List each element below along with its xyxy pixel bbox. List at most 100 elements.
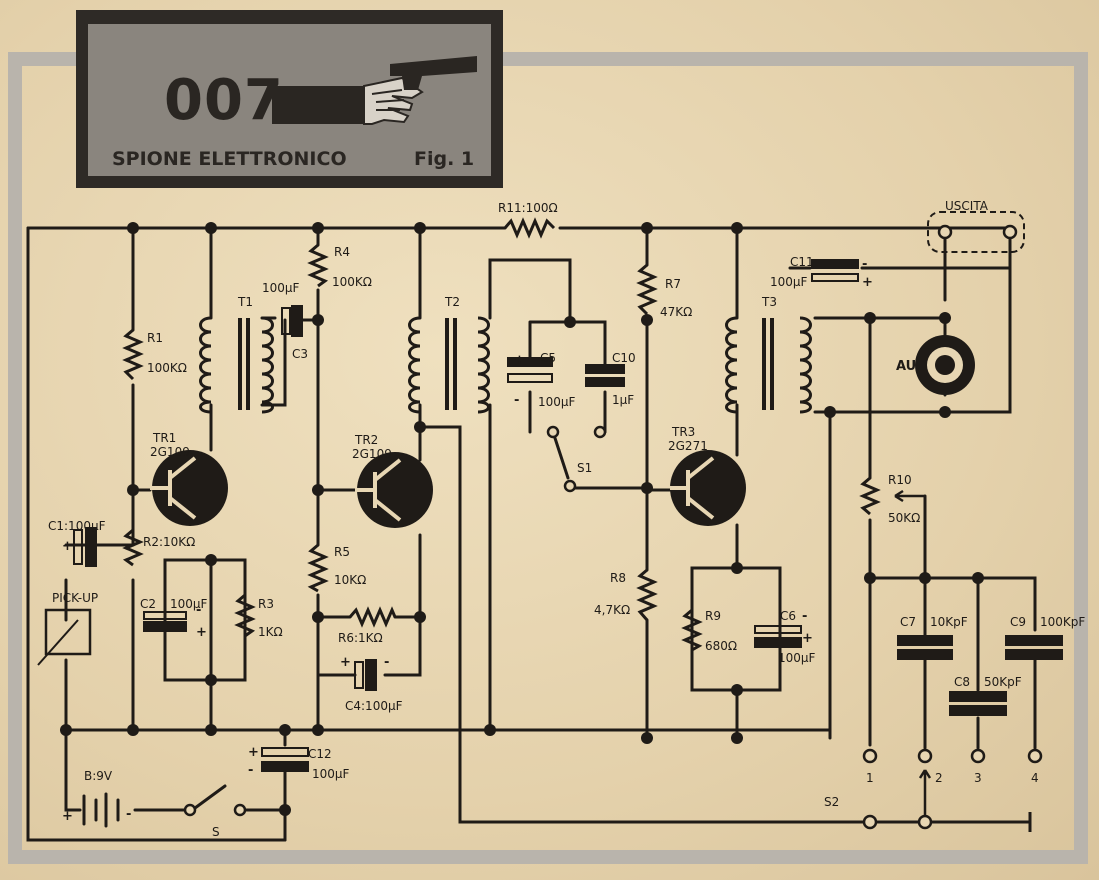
t1-primary-coil <box>199 316 212 414</box>
battery-symbol <box>82 792 120 828</box>
pickup-arrow <box>37 619 79 666</box>
r4-value: 100KΩ <box>332 275 372 289</box>
c5-value: 100µF <box>538 395 576 409</box>
c1-plate-a <box>73 529 83 565</box>
battery-plus: + <box>62 809 73 824</box>
au-label: AU <box>896 359 916 374</box>
tone-cap-legs-wire <box>923 658 1037 750</box>
c2-plus: + <box>196 625 207 640</box>
tone-network-wire <box>868 494 1037 692</box>
s1-contact-a <box>546 425 560 439</box>
c4-plate-a <box>354 661 364 689</box>
s2-terminal-4 <box>1027 748 1043 764</box>
r9-value: 680Ω <box>705 639 737 653</box>
t3-label: T3 <box>761 295 777 309</box>
c7-plate-a <box>897 635 953 646</box>
r7-label: R7 <box>665 277 681 291</box>
c10-value: 1µF <box>612 393 634 407</box>
r5-resistor <box>307 543 329 593</box>
r3-resistor <box>234 593 256 638</box>
t2-secondary-coil <box>477 316 490 414</box>
battery-label: B:9V <box>84 769 113 783</box>
c3-plate-a <box>281 307 291 335</box>
r9-label: R9 <box>705 609 721 623</box>
r11-label: R11:100Ω <box>498 201 558 215</box>
r5-label: R5 <box>334 545 350 559</box>
c6-plus: + <box>802 631 813 646</box>
c8-label: C8 <box>954 675 970 689</box>
c11-plate-b <box>811 273 859 282</box>
s2-pos-3: 3 <box>974 771 982 785</box>
r8-value: 4,7KΩ <box>594 603 630 617</box>
r3-label: R3 <box>258 597 274 611</box>
tr3-label: TR3 <box>671 425 695 439</box>
c4-plus: + <box>340 655 351 670</box>
c2-value: 100µF <box>170 597 208 611</box>
t1-label: T1 <box>237 295 253 309</box>
r1-resistor <box>122 328 144 381</box>
s2-terminal-1 <box>862 748 878 764</box>
c7-label: C7 <box>900 615 916 629</box>
title-panel: 007 SPIONE ELETTRONICO Fig. 1 <box>88 24 491 176</box>
c11-plus: + <box>862 275 873 290</box>
switch-s-lever <box>193 784 227 810</box>
c3-label: C3 <box>292 347 308 361</box>
r10-value: 50KΩ <box>888 511 920 525</box>
t3-secondary-coil <box>799 316 812 414</box>
c4-label: C4:100µF <box>345 699 403 713</box>
s2-pos-1: 1 <box>866 771 874 785</box>
c8-value: 50KpF <box>984 675 1022 689</box>
r6-resistor <box>348 606 397 628</box>
r6-label: R6:1KΩ <box>338 631 383 645</box>
c5-plate-a <box>507 357 553 367</box>
c5-plus: + <box>514 353 525 368</box>
c12-plus: + <box>248 745 259 760</box>
hand-pistol-icon <box>272 56 477 125</box>
t2-primary-coil <box>408 316 421 414</box>
t2-secondary-wire <box>488 258 572 732</box>
c6-value: 100µF <box>778 651 816 665</box>
c5-plate-b <box>507 373 553 383</box>
switch-s-contact-b <box>233 803 247 817</box>
c1-plate-b <box>85 527 97 567</box>
switch-s-label: S <box>212 825 220 839</box>
r11-resistor <box>503 217 556 239</box>
title-box: 007 SPIONE ELETTRONICO Fig. 1 <box>76 10 503 188</box>
r3-value: 1KΩ <box>258 625 283 639</box>
c2-minus: - <box>196 603 201 618</box>
r8-resistor <box>636 568 658 621</box>
s2-wiper-a <box>862 814 878 830</box>
c1-label: C1:100µF <box>48 519 106 533</box>
t3-primary-coil <box>725 316 738 414</box>
c8-plate-a <box>949 691 1007 702</box>
c12-value: 100µF <box>312 767 350 781</box>
pickup-label: PICK-UP <box>52 591 98 605</box>
r9-resistor <box>681 608 703 652</box>
r4-label: R4 <box>334 245 350 259</box>
c6-label: C6 <box>780 609 796 623</box>
c12-plate-a <box>261 747 309 757</box>
r1-value: 100KΩ <box>147 361 187 375</box>
s2-label: S2 <box>824 795 839 809</box>
c11-plate-a <box>811 259 859 269</box>
s2-pos-2: 2 <box>935 771 943 785</box>
s2-common-wire <box>418 425 1032 824</box>
c6-plate-b <box>754 637 802 648</box>
s1-common <box>563 479 577 493</box>
c4-plate-b <box>365 659 377 691</box>
switch-s-contact-a <box>183 803 197 817</box>
r7-resistor <box>636 263 658 316</box>
c5-c10-wire <box>528 320 607 434</box>
tr3-transistor <box>670 450 746 526</box>
c12-label: C12 <box>308 747 332 761</box>
c9-plate-a <box>1005 635 1063 646</box>
tr2-type: 2G109 <box>352 447 392 461</box>
c7-value: 10KpF <box>930 615 968 629</box>
battery-minus: - <box>126 807 131 822</box>
r4-resistor <box>307 243 329 288</box>
c5-minus: - <box>514 393 519 408</box>
tr1-label: TR1 <box>152 431 176 445</box>
c10-plate-b <box>585 377 625 387</box>
tr1-type: 2G109 <box>150 445 190 459</box>
